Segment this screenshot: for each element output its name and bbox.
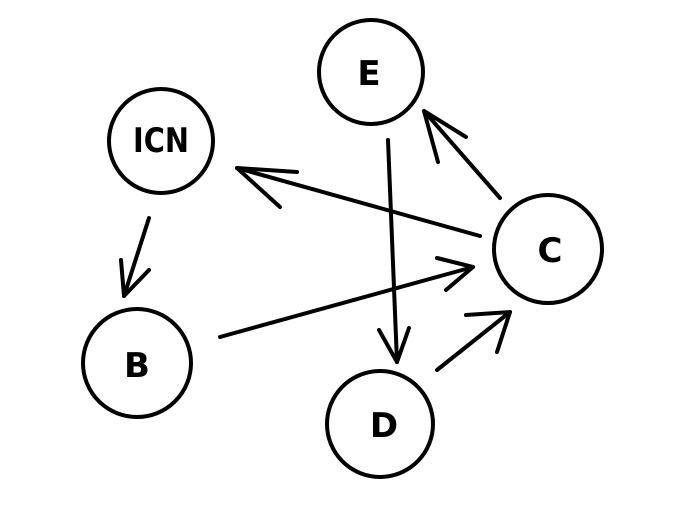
edge-d-to-c bbox=[435, 310, 512, 372]
node-c-label: C bbox=[538, 231, 563, 271]
nodes bbox=[81, 18, 604, 479]
node-d-label: D bbox=[370, 406, 398, 446]
edges bbox=[119, 109, 512, 372]
edge-b-to-c bbox=[218, 256, 475, 339]
node-icn-circle bbox=[107, 87, 215, 195]
node-d-circle bbox=[325, 369, 435, 479]
edge-e-to-d bbox=[377, 138, 411, 364]
node-b-circle bbox=[81, 307, 193, 419]
node-labels: E ICN C B D bbox=[124, 54, 562, 446]
edge-c-to-icn bbox=[235, 166, 482, 238]
node-e-circle bbox=[317, 18, 425, 126]
node-b-label: B bbox=[124, 346, 150, 386]
edge-c-to-e bbox=[422, 109, 502, 200]
node-e-label: E bbox=[357, 54, 380, 94]
edge-icn-to-b bbox=[119, 216, 151, 298]
node-icn-label: ICN bbox=[133, 121, 189, 161]
node-c-circle bbox=[492, 193, 604, 305]
